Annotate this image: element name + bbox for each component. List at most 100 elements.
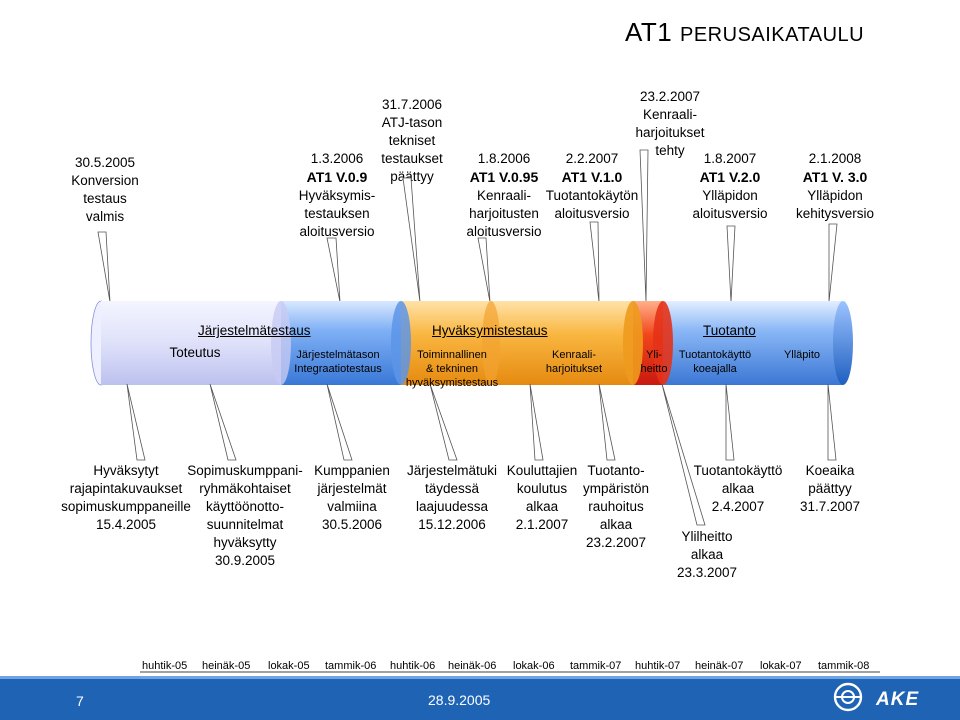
event-line-0: Koeaika [805,463,855,478]
event-8: Koeaika päättyy 31.7.2007 [788,462,872,516]
subphase-6: Ylläpito [772,348,832,362]
event-line-0: Tuotantokäyttö [693,463,783,478]
event-line-1: koulutus [516,481,568,496]
event-line-4: 23.2.2007 [585,535,647,550]
event-line-3: alkaa [599,517,633,532]
subphase-line-0: Ylläpito [783,349,821,361]
subphase-line-1: harjoitukset [545,363,603,375]
axis-label-0: huhtik-05 [142,660,188,672]
phase-label-0: Järjestelmätestaus [198,323,311,338]
event-line-2: laajuudessa [415,499,489,514]
page-title: AT1 PERUSAIKATAULU [625,17,865,47]
milestone-line-1: Kenraali- [642,107,698,122]
event-line-3: 2.1.2007 [515,517,569,532]
event-1: Sopimuskumppani-ryhmäkohtaiset käyttöönot… [184,462,306,570]
axis-label-7: tammik-07 [570,660,622,672]
event-line-1: ryhmäkohtaiset [199,481,291,496]
event-line-3: suunnitelmat [206,517,284,532]
milestone-line-0: 30.5.2005 [74,155,136,170]
event-line-2: käyttöönotto- [205,499,285,514]
event-line-0: Ylilheitto [681,529,733,544]
subphase-line-0: Järjestelmätason [296,349,380,361]
milestone-line-2: Ylläpidon [702,188,758,203]
milestone-line-0: 2.2.2007 [565,151,619,166]
milestone-line-1: AT1 V.0.9 [306,169,368,185]
milestone-line-1: ATJ-tason [381,115,443,130]
event-line-1: alkaa [690,547,724,562]
axis-label-11: tammik-08 [818,660,870,672]
event-line-2: valmiina [327,499,377,514]
event-line-2: 31.7.2007 [799,499,861,514]
subphase-line-0: Toiminnallinen [417,349,487,361]
event-line-2: rauhoitus [588,499,644,514]
milestone-line-3: kehitysversio [795,206,875,221]
milestone-line-4: aloitusversio [299,224,375,239]
axis-label-3: tammik-06 [325,660,377,672]
axis-label-2: lokak-05 [268,660,310,672]
milestone-line-2: Tuotantokäytön [545,188,639,203]
milestone-line-0: 31.7.2006 [381,97,443,112]
milestone-line-2: Kenraali- [476,188,532,203]
event-line-1: ympäristön [582,481,650,496]
event-line-4: hyväksytty [213,535,277,550]
subphase-line-0: Toteutus [169,345,221,360]
milestone-line-2: Ylläpidon [807,188,863,203]
subphase-3: Kenraali-harjoitukset [534,348,614,376]
event-line-0: Sopimuskumppani- [187,463,303,478]
axis-label-8: huhtik-07 [635,660,681,672]
milestone-line-3: aloitusversio [554,206,630,221]
milestone-line-1: AT1 V.1.0 [561,169,623,185]
event-line-3: 30.5.2006 [321,517,383,532]
milestone-line-0: 2.1.2008 [808,151,862,166]
subphase-2: Toiminnallinen & tekninen hyväksymistestau… [398,348,506,390]
ake-logo: AKE [876,689,920,710]
event-line-1: päättyy [808,481,852,496]
axis-label-9: heinäk-07 [695,660,744,672]
milestone-line-1: AT1 V.2.0 [699,169,761,185]
axis-label-6: lokak-06 [513,660,555,672]
axis-label-10: lokak-07 [760,660,802,672]
subphase-line-2: hyväksymistestaus [405,377,499,389]
milestone-line-0: 23.2.2007 [639,89,701,104]
milestone-line-2: tekniset [388,133,436,148]
milestone-line-3: aloitusversio [692,206,768,221]
subphase-line-1: heitto [640,363,668,375]
milestone-line-4: aloitusversio [466,224,542,239]
milestone-line-0: 1.8.2007 [703,151,757,166]
milestone-line-2: testaus [83,191,127,206]
footer-date: 28.9.2005 [428,692,491,708]
milestone-line-0: 1.8.2006 [477,151,531,166]
event-line-0: Järjestelmätuki [406,463,498,478]
milestone-line-3: testaukset [381,151,443,166]
subphase-4: Yli-heitto [634,348,674,376]
event-line-5: 30.9.2005 [214,553,276,568]
event-line-1: järjestelmät [317,481,387,496]
page-number: 7 [76,693,84,709]
event-line-0: Kouluttajien [506,463,578,478]
event-line-3: 15.12.2006 [418,517,486,532]
milestone-line-3: valmis [85,209,125,224]
phase-label-1: Hyväksymistestaus [432,323,548,338]
subphase-0: Toteutus [160,346,230,360]
subphase-line-0: Yli- [646,349,662,361]
milestone-line-3: testauksen [304,206,370,221]
phase-label-2: Tuotanto [703,323,756,338]
milestone-line-3: tehty [655,143,685,158]
axis-label-4: huhtik-06 [390,660,436,672]
subphase-line-1: & tekninen [426,363,478,375]
milestone-line-1: AT1 V.0.95 [469,169,539,185]
milestone-line-4: päättyy [390,169,434,184]
subphase-line-0: Kenraali- [551,349,597,361]
milestone-line-2: harjoitukset [635,125,705,140]
milestone-line-3: harjoitusten [469,206,539,221]
